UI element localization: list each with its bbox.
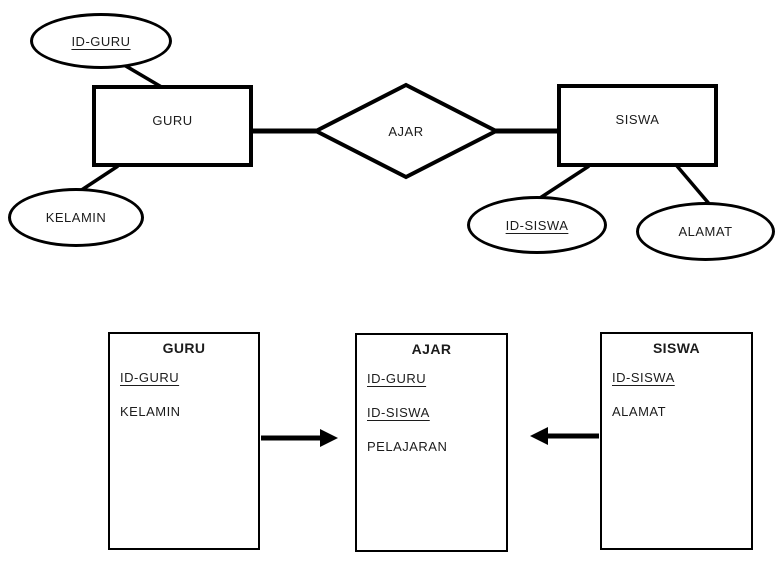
relationship-label: AJAR — [388, 123, 424, 139]
table-title: GURU — [162, 340, 206, 356]
line-siswa-to-alamat — [675, 164, 713, 208]
table-field: ID-SISWA — [612, 370, 675, 385]
attribute-label: ID-GURU — [71, 33, 131, 49]
entity-label: SISWA — [615, 112, 660, 127]
table-field: ID-GURU — [367, 371, 427, 386]
relationship-diamond — [311, 82, 501, 180]
attribute-ellipse-kelamin: KELAMIN — [8, 188, 144, 247]
attribute-label: ALAMAT — [678, 224, 733, 239]
line-siswa-to-idsiswa — [539, 164, 590, 200]
attribute-ellipse-alamat: ALAMAT — [636, 202, 775, 261]
attribute-label: KELAMIN — [45, 210, 107, 225]
table-field: PELAJARAN — [367, 439, 448, 454]
attribute-ellipse-id-guru: ID-GURU — [30, 13, 172, 69]
entity-label: GURU — [152, 112, 193, 128]
entity-box-siswa: SISWA — [557, 84, 718, 167]
schema-table-ajar: AJAR ID-GURU ID-SISWA PELAJARAN — [355, 333, 508, 552]
schema-table-siswa: SISWA ID-SISWA ALAMAT — [600, 332, 753, 550]
table-title: SISWA — [652, 340, 701, 356]
table-field: KELAMIN — [120, 404, 181, 419]
table-field: ALAMAT — [612, 404, 667, 419]
table-title: AJAR — [411, 341, 452, 357]
attribute-label: ID-SISWA — [505, 217, 569, 233]
schema-table-guru: GURU ID-GURU KELAMIN — [108, 332, 260, 550]
entity-box-guru: GURU — [92, 85, 253, 167]
attribute-ellipse-id-siswa: ID-SISWA — [467, 196, 607, 254]
arrow-guru-to-ajar — [261, 429, 338, 447]
table-field: ID-SISWA — [367, 405, 430, 420]
relationship-label-container: AJAR — [316, 85, 496, 177]
table-field: ID-GURU — [120, 370, 180, 385]
arrow-siswa-to-ajar — [530, 427, 599, 445]
